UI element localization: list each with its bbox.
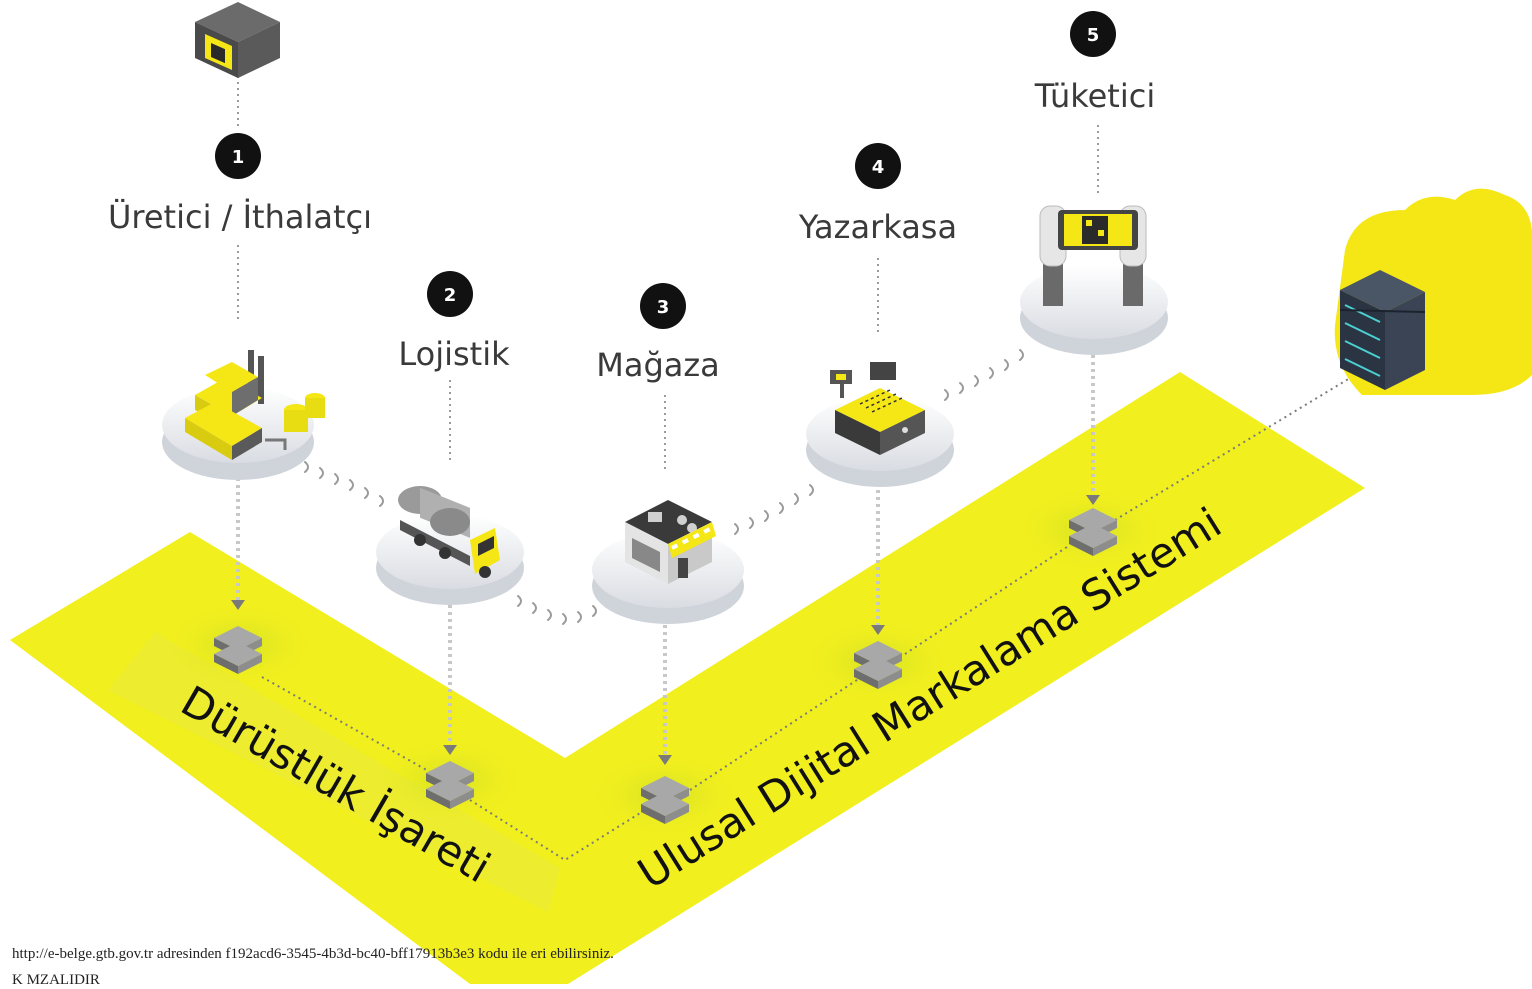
step-label: Mağaza [596,346,720,384]
step-3: 3 Mağaza [596,283,720,384]
step-badge [640,283,686,329]
product-box-icon [195,2,280,78]
step-5: 5 Tüketici [1034,11,1155,115]
step-1: 1 Üretici / İthalatçı [108,133,372,236]
flow-chevrons [304,349,1024,625]
data-flow-arrows [236,355,1095,755]
network-lines [261,377,1351,862]
step-number: 4 [872,157,885,178]
factory-icon [185,350,325,460]
step-badge [427,271,473,317]
platform-consumer [1020,265,1168,355]
step-4: 4 Yazarkasa [798,143,957,246]
storefront-icon [625,500,716,584]
step-number: 5 [1087,25,1100,46]
cloud-server-icon [1334,188,1532,395]
step-label: Tüketici [1034,77,1155,115]
step-label: Yazarkasa [798,208,957,246]
phone-scanning-icon [1039,205,1147,306]
arrow-heads [231,495,1100,765]
step-badge [1070,11,1116,57]
footer-signature-text: K MZALIDIR [12,972,100,988]
band-left-shade [108,632,560,912]
step-badge [215,133,261,179]
footer-verification-text: http://e-belge.gtb.gov.tr adresinden f19… [12,946,614,962]
step-label: Lojistik [398,335,510,373]
vertical-connectors [237,70,1099,470]
step-number: 3 [657,297,670,318]
step-label: Üretici / İthalatçı [108,198,372,236]
cash-register-icon [830,362,925,455]
tanker-truck-icon [398,486,500,578]
step-2: 2 Lojistik [398,271,510,373]
step-number: 1 [232,147,245,168]
step-number: 2 [444,285,457,306]
step-badge [855,143,901,189]
